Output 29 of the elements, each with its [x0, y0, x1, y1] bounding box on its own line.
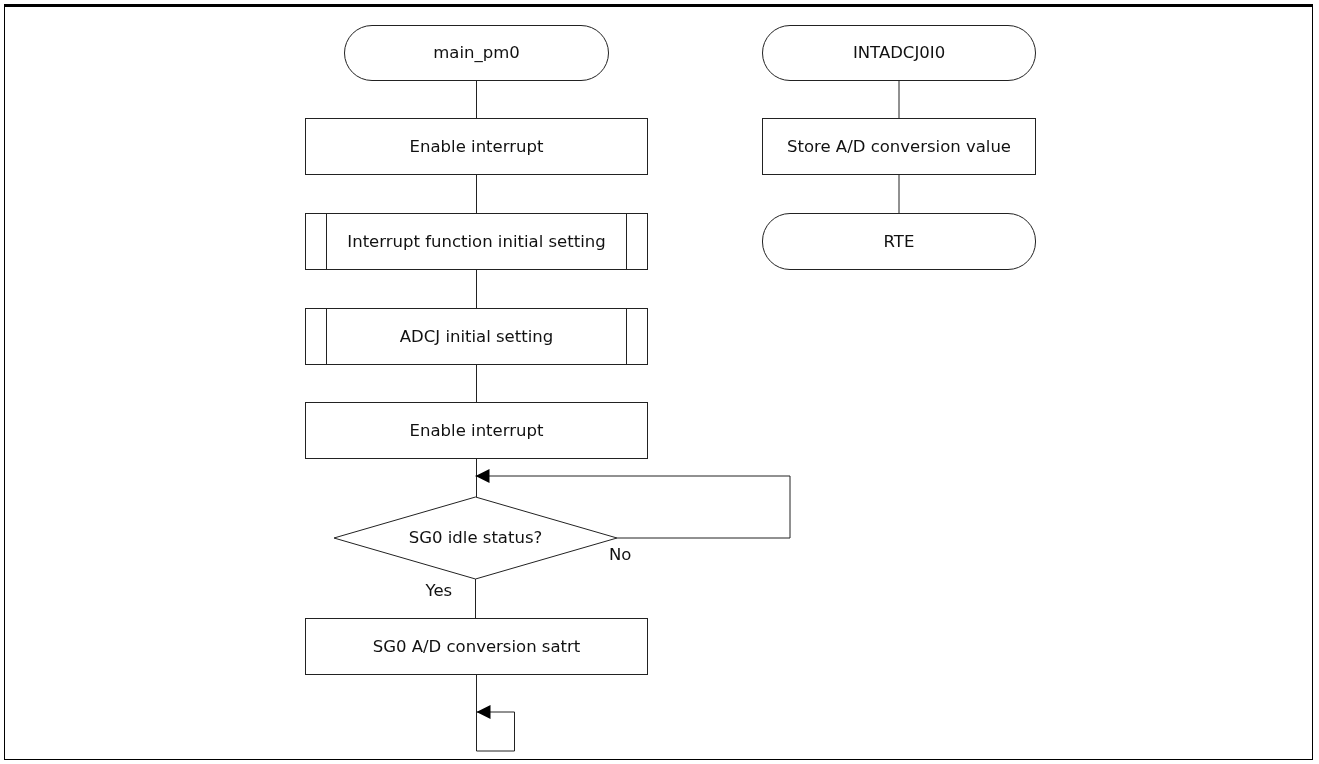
step-text: INTADCJ0I0 [852, 42, 946, 64]
connector-line [475, 578, 476, 619]
terminator-shape [762, 25, 1036, 81]
connector-line [476, 364, 477, 403]
step-text: RTE [883, 230, 915, 253]
process-box [762, 118, 1036, 175]
connector-line [898, 174, 900, 214]
arrow [475, 469, 791, 539]
connector-line [476, 80, 477, 119]
process-box [305, 402, 648, 459]
step-text: Interrupt function initial setting [347, 230, 606, 253]
step-text: Store A/D conversion value [787, 135, 1011, 158]
step-text: main_pm0 [433, 42, 520, 64]
connector-line [476, 269, 477, 309]
step-text: SG0 idle status? [408, 527, 543, 549]
subroutine-box [305, 308, 648, 365]
step-text: ADCJ initial setting [399, 325, 554, 348]
arrow [476, 674, 515, 752]
terminator-shape [762, 213, 1036, 270]
connector-line [476, 458, 477, 498]
connector-line [898, 80, 900, 119]
step-text: Enable interrupt [409, 419, 544, 442]
step-text: SG0 A/D conversion satrt [372, 635, 581, 658]
subroutine-box [305, 213, 648, 270]
step-text: Enable interrupt [409, 135, 544, 158]
process-box [305, 118, 648, 175]
connector-line [476, 174, 477, 214]
process-box [305, 618, 648, 675]
terminator-shape [344, 25, 609, 81]
